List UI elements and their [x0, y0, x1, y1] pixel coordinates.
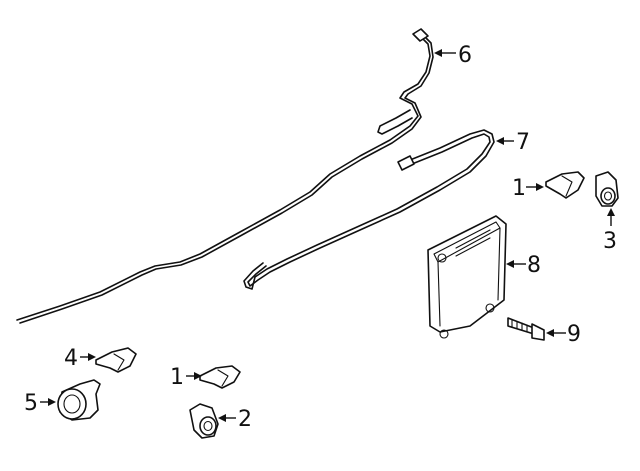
callout-9: 9	[567, 322, 581, 347]
bracket-4	[95, 347, 137, 373]
bezel-5	[57, 379, 101, 421]
callout-7: 7	[516, 130, 530, 155]
wire-harness-7	[243, 129, 495, 290]
callout-1-lower: 1	[170, 365, 184, 390]
bolt-9	[507, 317, 545, 341]
bracket-1-upper	[545, 171, 585, 199]
callout-3: 3	[603, 229, 617, 254]
callout-8: 8	[527, 253, 541, 278]
sensor-2	[189, 403, 219, 439]
callout-2: 2	[238, 407, 252, 432]
bracket-1-lower	[199, 365, 241, 389]
callout-arrows	[40, 49, 615, 422]
control-module-8	[427, 215, 507, 339]
sensor-3	[595, 171, 619, 207]
callout-4: 4	[64, 346, 78, 371]
wire-harness-6	[16, 28, 434, 324]
callout-1-upper: 1	[512, 176, 526, 201]
callout-6: 6	[458, 43, 472, 68]
callout-5: 5	[24, 391, 38, 416]
